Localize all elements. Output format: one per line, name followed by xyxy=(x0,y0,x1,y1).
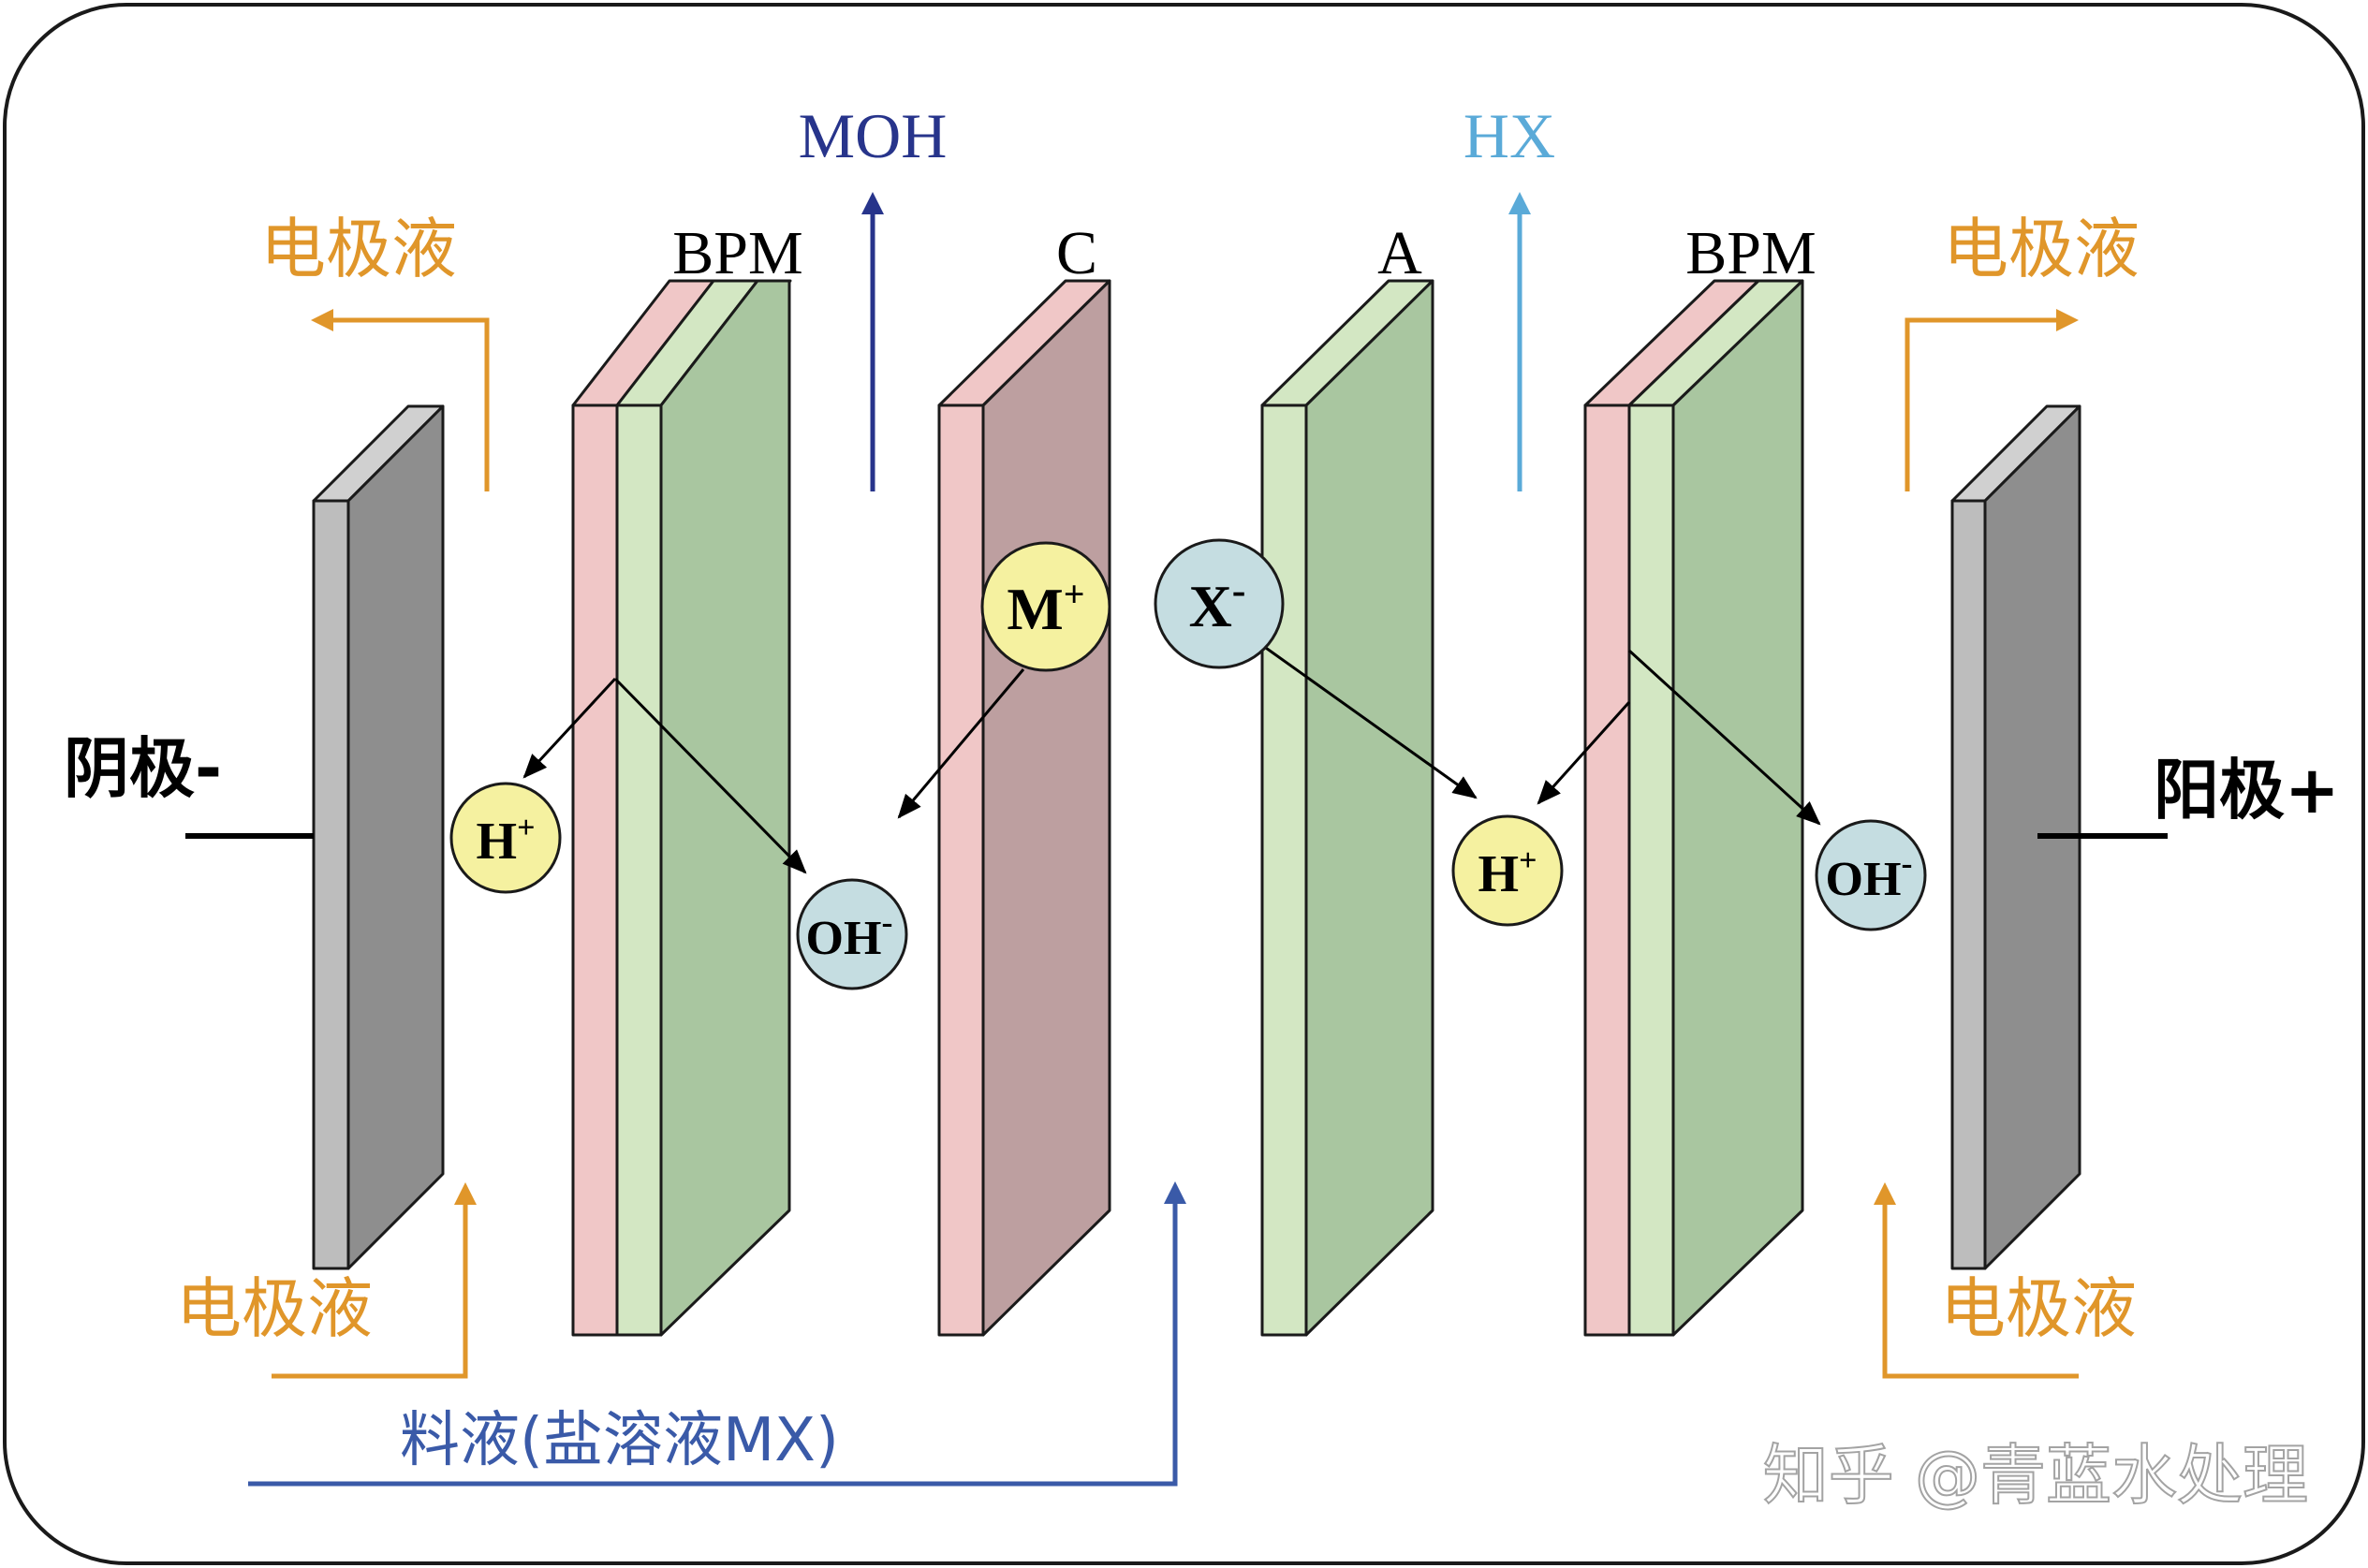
moh-label: MOH xyxy=(799,100,948,171)
ion-h-plus-right: H+ xyxy=(1451,814,1564,927)
anode-label: 阳极+ xyxy=(2154,752,2340,828)
ion-h-right-base: H xyxy=(1478,845,1520,903)
feed-inflow-arrow xyxy=(248,1203,1178,1487)
ion-m-base: M xyxy=(1007,576,1063,642)
hx-label: HX xyxy=(1463,100,1555,171)
electrolyte-out-left-label: 电极液 xyxy=(260,211,457,287)
ion-oh-left-base: OH xyxy=(806,912,882,965)
cathode-label: 阴极- xyxy=(64,730,222,807)
feed-inflow-arrowhead xyxy=(1164,1181,1186,1204)
ion-m-charge: + xyxy=(1064,573,1085,615)
electrolyte-out-right-label: 电极液 xyxy=(1943,211,2140,287)
bpm-left-label: BPM xyxy=(672,219,802,287)
ion-oh-right-charge: - xyxy=(1901,844,1912,882)
watermark: 知乎 @青蓝水处理 xyxy=(1763,1437,2308,1514)
ion-m-plus: M+ xyxy=(980,541,1111,672)
electrolyte-in-right-label: 电极液 xyxy=(1940,1270,2137,1347)
svg-text:X-: X- xyxy=(1189,567,1246,639)
electrolyte-in-right-arrowhead xyxy=(1874,1182,1896,1205)
cation-membrane-label: C xyxy=(1056,219,1097,287)
ion-oh-minus-left: OH- xyxy=(796,878,908,990)
moh-outflow-arrowhead xyxy=(861,192,884,214)
feed-label: 料液(盐溶液MX) xyxy=(400,1406,839,1475)
svg-text:H+: H+ xyxy=(477,811,536,871)
bipolar-membrane-left xyxy=(571,279,792,1337)
hx-outflow-arrowhead xyxy=(1508,192,1531,214)
electrolyte-in-left-arrowhead xyxy=(454,1182,477,1205)
ion-h-left-charge: + xyxy=(517,811,535,845)
cation-exchange-membrane xyxy=(937,279,1111,1337)
bipolar-membrane-right xyxy=(1583,279,1804,1337)
anion-membrane-label: A xyxy=(1377,219,1422,287)
migration-arrow-m-plus xyxy=(897,668,1025,819)
svg-text:M+: M+ xyxy=(1007,573,1084,642)
ion-oh-minus-right: OH- xyxy=(1815,819,1927,931)
electrolyte-in-left-label: 电极液 xyxy=(176,1270,373,1347)
ion-x-charge: - xyxy=(1232,567,1246,613)
migration-arrow-x-minus xyxy=(1249,635,1478,799)
ion-h-left-base: H xyxy=(477,813,518,871)
ion-x-base: X xyxy=(1189,573,1232,639)
electrolyte-in-right-flow xyxy=(1882,1203,2079,1379)
svg-text:H+: H+ xyxy=(1478,843,1537,903)
migration-arrow-bpm-right-h xyxy=(1537,700,1631,805)
electrolyte-out-left-arrowhead xyxy=(311,309,333,331)
bpm-right-label: BPM xyxy=(1685,219,1816,287)
ion-x-minus: X- xyxy=(1154,538,1285,669)
ion-h-right-charge: + xyxy=(1519,843,1537,878)
electrolyte-out-right-flow xyxy=(1905,317,2060,491)
anode-electrode xyxy=(1950,404,2081,1270)
electrolyte-out-right-arrowhead xyxy=(2056,309,2079,331)
ion-oh-right-base: OH xyxy=(1826,853,1902,906)
svg-text:OH-: OH- xyxy=(1826,844,1913,906)
electrolyte-in-left-flow xyxy=(272,1203,468,1379)
svg-text:OH-: OH- xyxy=(806,903,893,965)
ion-h-plus-left: H+ xyxy=(449,782,562,894)
electrolyte-out-left-flow xyxy=(328,317,490,491)
ion-oh-left-charge: - xyxy=(881,903,892,941)
migration-arrow-bpm-left-oh xyxy=(613,677,807,874)
cathode-electrode xyxy=(312,404,445,1270)
anion-exchange-membrane xyxy=(1260,279,1434,1337)
migration-arrow-bpm-right-oh xyxy=(1627,649,1821,826)
migration-arrow-bpm-left-h xyxy=(522,677,617,779)
